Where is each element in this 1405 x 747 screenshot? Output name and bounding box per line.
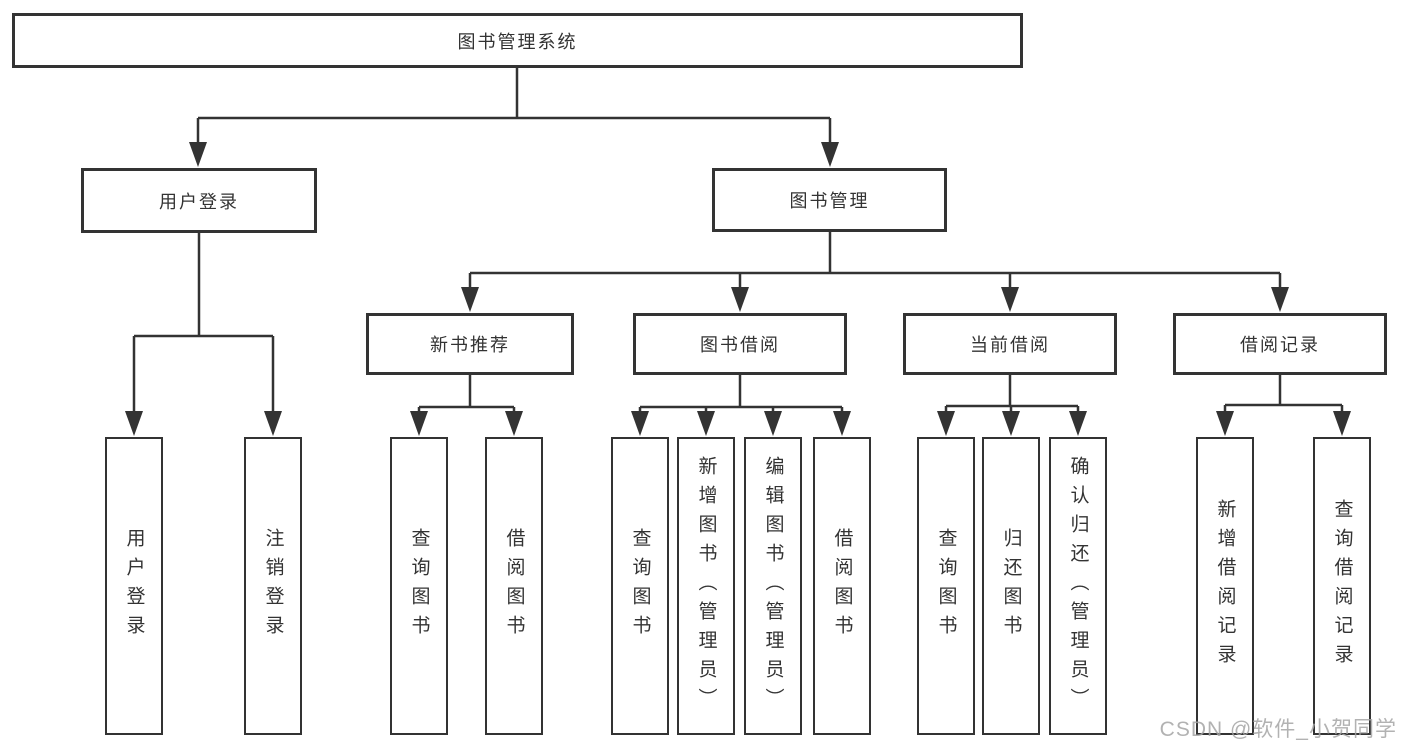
node-label: 图书管理 bbox=[789, 191, 870, 211]
arrowhead-down-icon bbox=[189, 142, 207, 167]
leaf-query-borrow-record: 查询借阅记录 bbox=[1313, 437, 1371, 735]
leaf-query-books-borrow: 查询图书 bbox=[611, 437, 669, 735]
leaf-borrow-books-recommend: 借阅图书 bbox=[485, 437, 543, 735]
node-label: 用户登录 bbox=[123, 528, 145, 644]
connector-book-management bbox=[468, 232, 1282, 308]
leaf-add-borrow-record: 新增借阅记录 bbox=[1196, 437, 1254, 735]
arrowhead-down-icon bbox=[264, 411, 282, 436]
node-new-book-recommend: 新书推荐 bbox=[366, 313, 574, 375]
node-user-login: 用户登录 bbox=[81, 168, 317, 233]
arrowhead-down-icon bbox=[731, 287, 749, 312]
arrowhead-down-icon bbox=[937, 411, 955, 436]
node-label: 图书管理系统 bbox=[457, 31, 578, 52]
arrowhead-down-icon bbox=[1001, 287, 1019, 312]
arrowhead-down-icon bbox=[631, 411, 649, 436]
arrowhead-down-icon bbox=[1333, 411, 1351, 436]
leaf-query-books-current: 查询图书 bbox=[917, 437, 975, 735]
node-label: 借阅记录 bbox=[1240, 335, 1320, 355]
node-label: 新书推荐 bbox=[430, 335, 510, 355]
node-label: 注销登录 bbox=[262, 528, 284, 644]
node-borrow-records: 借阅记录 bbox=[1173, 313, 1387, 375]
node-label: 当前借阅 bbox=[970, 335, 1050, 355]
leaf-edit-books-admin: 编辑图书（管理员） bbox=[744, 437, 802, 735]
leaf-query-books-recommend: 查询图书 bbox=[390, 437, 448, 735]
node-label: 新增图书（管理员） bbox=[695, 455, 717, 717]
arrowhead-down-icon bbox=[764, 411, 782, 436]
node-book-borrow: 图书借阅 bbox=[633, 313, 847, 375]
node-label: 新增借阅记录 bbox=[1214, 499, 1236, 673]
node-label: 借阅图书 bbox=[831, 528, 853, 644]
arrowhead-down-icon bbox=[1069, 411, 1087, 436]
node-label: 查询借阅记录 bbox=[1331, 499, 1353, 673]
arrowhead-down-icon bbox=[461, 287, 479, 312]
arrowhead-down-icon bbox=[505, 411, 523, 436]
connector-book-borrow bbox=[638, 375, 844, 432]
leaf-logout: 注销登录 bbox=[244, 437, 302, 735]
arrowhead-down-icon bbox=[833, 411, 851, 436]
connector-root bbox=[196, 68, 832, 162]
node-label: 编辑图书（管理员） bbox=[762, 455, 784, 717]
connector-borrow-records bbox=[1223, 375, 1344, 432]
node-label: 确认归还（管理员） bbox=[1067, 455, 1089, 717]
arrowhead-down-icon bbox=[1216, 411, 1234, 436]
leaf-confirm-return-admin: 确认归还（管理员） bbox=[1049, 437, 1107, 735]
arrowhead-down-icon bbox=[1271, 287, 1289, 312]
node-label: 图书借阅 bbox=[700, 335, 780, 355]
csdn-watermark: CSDN @软件_小贺同学 bbox=[1159, 718, 1397, 741]
arrowhead-down-icon bbox=[125, 411, 143, 436]
node-book-management: 图书管理 bbox=[712, 168, 947, 232]
arrowhead-down-icon bbox=[1002, 411, 1020, 436]
leaf-user-login: 用户登录 bbox=[105, 437, 163, 735]
connector-new-book-recommend bbox=[417, 375, 516, 432]
node-label: 查询图书 bbox=[935, 528, 957, 644]
node-label: 查询图书 bbox=[629, 528, 651, 644]
leaf-return-books: 归还图书 bbox=[982, 437, 1040, 735]
arrowhead-down-icon bbox=[821, 142, 839, 167]
node-label: 查询图书 bbox=[408, 528, 430, 644]
node-label: 用户登录 bbox=[159, 191, 239, 212]
leaf-borrow-books: 借阅图书 bbox=[813, 437, 871, 735]
node-label: 借阅图书 bbox=[503, 528, 525, 644]
connector-user-login bbox=[132, 233, 275, 432]
leaf-add-books-admin: 新增图书（管理员） bbox=[677, 437, 735, 735]
node-label: 归还图书 bbox=[1000, 528, 1022, 644]
node-current-borrow: 当前借阅 bbox=[903, 313, 1117, 375]
node-root-system: 图书管理系统 bbox=[12, 13, 1023, 68]
arrowhead-down-icon bbox=[697, 411, 715, 436]
arrowhead-down-icon bbox=[410, 411, 428, 436]
